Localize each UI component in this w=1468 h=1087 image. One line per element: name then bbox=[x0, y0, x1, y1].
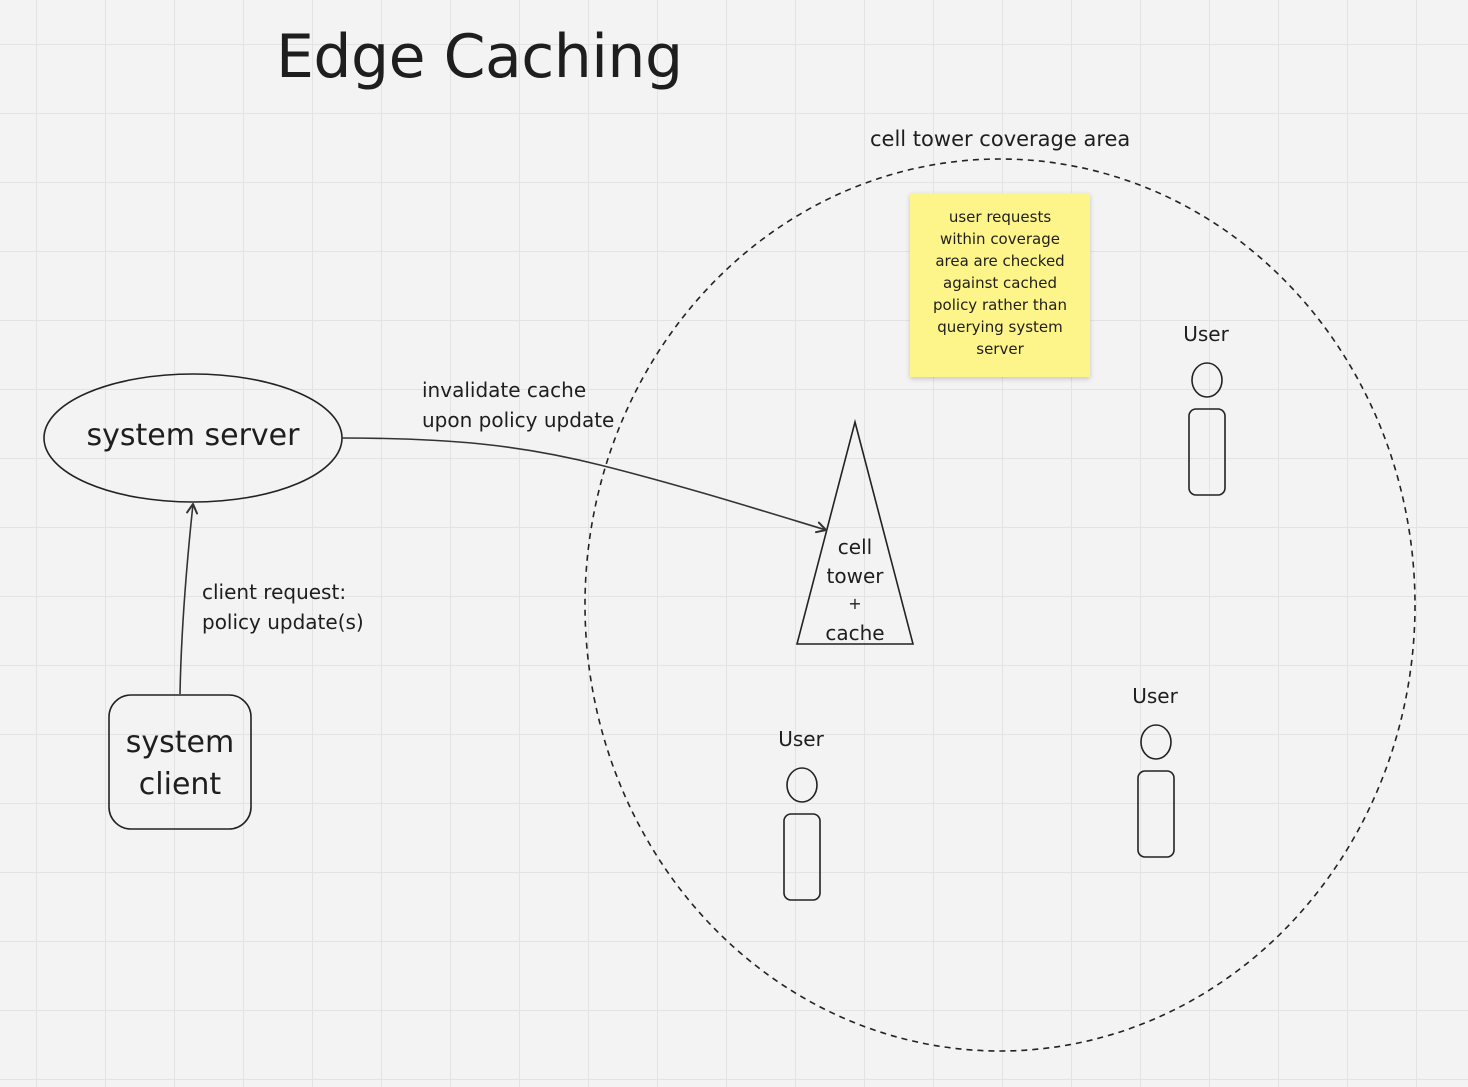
system-server-label: system server bbox=[86, 418, 300, 453]
system-client-node[interactable] bbox=[108, 694, 252, 830]
node-label-line: client bbox=[138, 767, 222, 802]
sticky-note-line: policy rather than bbox=[933, 296, 1067, 314]
invalidate-cache-label: invalidate cache upon policy update bbox=[422, 375, 614, 435]
user-figure-1[interactable] bbox=[1188, 362, 1226, 496]
sticky-note[interactable]: user requests within coverage area are c… bbox=[910, 193, 1090, 377]
sticky-note-line: server bbox=[976, 340, 1024, 358]
sticky-note-line: within coverage bbox=[940, 230, 1060, 248]
sticky-note-line: against cached bbox=[943, 274, 1057, 292]
sticky-note-line: area are checked bbox=[935, 252, 1065, 270]
sticky-note-line: querying system bbox=[937, 318, 1063, 336]
diagram-title: Edge Caching bbox=[276, 22, 683, 92]
node-label-line: system bbox=[125, 725, 235, 760]
edge-label-line: client request: bbox=[202, 580, 347, 604]
user-head bbox=[1191, 362, 1223, 398]
system-client-label: system client bbox=[109, 722, 251, 806]
node-label-line: + bbox=[848, 594, 862, 613]
edge-label-line: invalidate cache bbox=[422, 378, 587, 402]
user-figure-3[interactable] bbox=[783, 767, 821, 901]
user-label: User bbox=[1132, 684, 1178, 708]
user-head bbox=[786, 767, 818, 803]
edge-label-line: policy update(s) bbox=[202, 610, 364, 634]
user-head bbox=[1140, 724, 1172, 760]
user-label: User bbox=[1183, 322, 1229, 346]
client-request-label: client request: policy update(s) bbox=[202, 577, 364, 637]
coverage-area-circle[interactable] bbox=[584, 158, 1416, 1052]
cell-tower-label: cell tower + cache bbox=[800, 533, 910, 647]
edge-label-line: upon policy update bbox=[422, 408, 615, 432]
user-figure-2[interactable] bbox=[1137, 724, 1175, 858]
sticky-note-text: user requests within coverage area are c… bbox=[910, 206, 1090, 360]
user-body bbox=[783, 813, 821, 901]
node-label-line: tower bbox=[826, 563, 884, 588]
node-label-line: cell bbox=[837, 535, 873, 559]
coverage-area-label: cell tower coverage area bbox=[870, 127, 1131, 151]
invalidate-cache-connector[interactable] bbox=[341, 437, 827, 534]
user-label: User bbox=[778, 727, 824, 751]
node-label-line: cache bbox=[825, 620, 885, 645]
client-request-connector[interactable] bbox=[179, 503, 199, 695]
user-body bbox=[1137, 770, 1175, 858]
sticky-note-line: user requests bbox=[948, 208, 1052, 226]
user-body bbox=[1188, 408, 1226, 496]
